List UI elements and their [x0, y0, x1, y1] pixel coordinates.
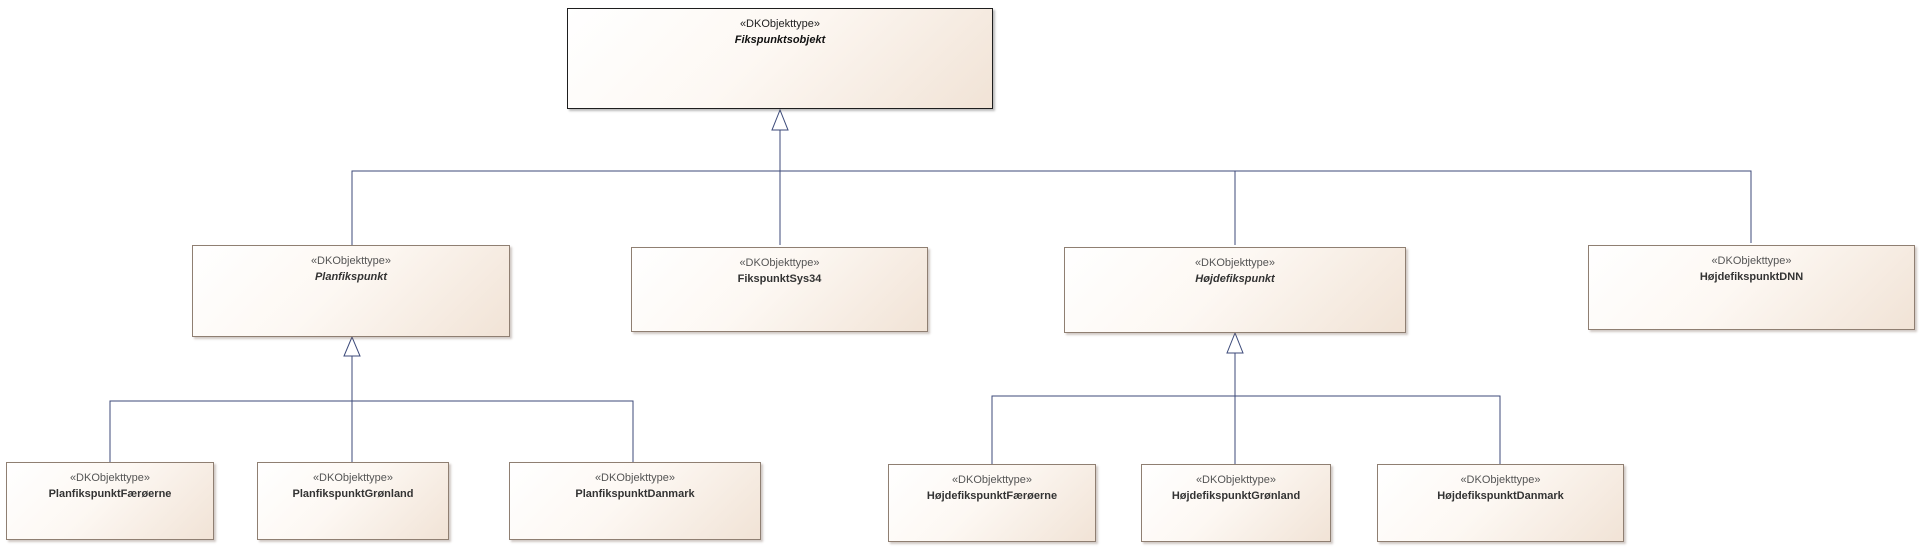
class-stereotype: «DKObjekttype» [310, 255, 392, 267]
class-planfikspunktdanmark[interactable]: «DKObjekttype» PlanfikspunktDanmark [509, 462, 761, 540]
connector-hojdefikspunktdanmark [1235, 395, 1501, 464]
class-name: Fikspunktsobjekt [734, 34, 826, 46]
class-hojdefikspunktdnn[interactable]: «DKObjekttype» HøjdefikspunktDNN [1588, 245, 1915, 330]
class-name: HøjdefikspunktGrønland [1171, 490, 1301, 502]
class-stereotype: «DKObjekttype» [312, 472, 394, 484]
class-stereotype: «DKObjekttype» [951, 474, 1033, 486]
connector-planfikspunktfaeroerne [109, 400, 352, 462]
class-name: HøjdefikspunktFærøerne [926, 490, 1058, 502]
class-stereotype: «DKObjekttype» [739, 257, 820, 269]
generalization-fikspunktsobjekt [351, 108, 1752, 245]
connector-hojdefikspunkt [780, 170, 1236, 245]
class-name: HøjdefikspunktDNN [1699, 271, 1804, 283]
class-name: Højdefikspunkt [1195, 273, 1275, 285]
connector-hojdefikspunktdnn [1235, 170, 1752, 243]
class-stereotype: «DKObjekttype» [1460, 474, 1541, 486]
class-hojdefikspunkt[interactable]: «DKObjekttype» Højdefikspunkt [1064, 247, 1406, 333]
class-name: HøjdefikspunktDanmark [1437, 490, 1564, 502]
class-planfikspunktfaeroerne[interactable]: «DKObjekttype» PlanfikspunktFærøerne [6, 462, 214, 540]
class-stereotype: «DKObjekttype» [69, 472, 151, 484]
class-stereotype: «DKObjekttype» [739, 18, 821, 30]
connector-planfikspunktdanmark [352, 400, 634, 462]
class-stereotype: «DKObjekttype» [1711, 255, 1792, 267]
class-stereotype: «DKObjekttype» [1194, 257, 1276, 269]
connector-planfikspunkt [351, 170, 780, 245]
class-planfikspunkt[interactable]: «DKObjekttype» Planfikspunkt [192, 245, 510, 337]
class-name: PlanfikspunktDanmark [575, 488, 695, 500]
connector-hojdefikspunktfaeroerne [991, 395, 1235, 464]
class-fikspunktsobjekt[interactable]: «DKObjekttype» Fikspunktsobjekt [567, 8, 993, 109]
generalization-hojdefikspunkt [991, 331, 1501, 464]
class-name: Planfikspunkt [314, 271, 388, 283]
class-name: PlanfikspunktFærøerne [48, 488, 172, 500]
generalization-arrowhead [771, 108, 789, 131]
class-stereotype: «DKObjekttype» [1195, 474, 1277, 486]
class-hojdefikspunktgronland[interactable]: «DKObjekttype» HøjdefikspunktGrønland [1141, 464, 1331, 542]
class-stereotype: «DKObjekttype» [594, 472, 676, 484]
class-name: FikspunktSys34 [737, 273, 822, 285]
class-hojdefikspunktdanmark[interactable]: «DKObjekttype» HøjdefikspunktDanmark [1377, 464, 1624, 542]
class-planfikspunktgronland[interactable]: «DKObjekttype» PlanfikspunktGrønland [257, 462, 449, 540]
class-hojdefikspunktfaeroerne[interactable]: «DKObjekttype» HøjdefikspunktFærøerne [888, 464, 1096, 542]
generalization-planfikspunkt [109, 335, 634, 462]
generalization-arrowhead [343, 335, 361, 357]
class-name: PlanfikspunktGrønland [292, 488, 414, 500]
generalization-arrowhead [1226, 331, 1244, 354]
class-fikspunktsys34[interactable]: «DKObjekttype» FikspunktSys34 [631, 247, 928, 332]
